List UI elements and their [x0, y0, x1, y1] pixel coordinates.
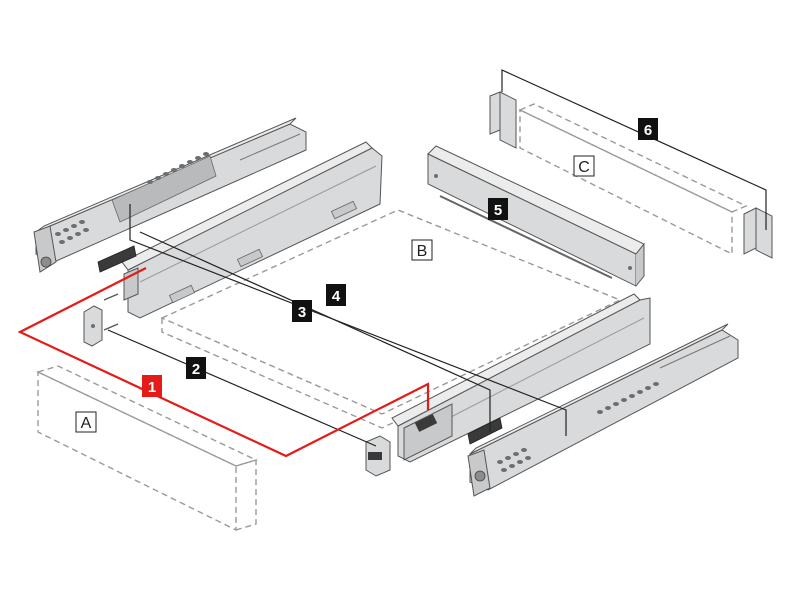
svg-text:A: A [81, 415, 92, 432]
letter-label-c: C [573, 155, 595, 177]
svg-text:5: 5 [494, 202, 502, 219]
svg-text:2: 2 [192, 361, 200, 378]
svg-text:C: C [578, 159, 590, 176]
svg-text:B: B [417, 243, 428, 260]
front-panel-outline [36, 365, 258, 532]
callout-badge-6: 6 [638, 118, 658, 140]
right-drawer-side [391, 293, 651, 463]
svg-text:4: 4 [332, 288, 341, 305]
leader-lines [107, 69, 767, 447]
callout-badge-4: 4 [326, 284, 346, 306]
callout-badge-2: 2 [186, 357, 206, 379]
callout-badge-3: 3 [292, 300, 312, 322]
right-runner [467, 323, 739, 497]
callout-badge-5: 5 [488, 198, 508, 220]
back-brackets [489, 91, 773, 259]
letter-label-a: A [75, 411, 97, 433]
back-panel [427, 145, 645, 287]
rear-clip [365, 435, 391, 477]
letter-label-b: B [411, 239, 433, 261]
back-panel-outline [518, 103, 748, 256]
runner-holes-right [497, 382, 659, 472]
callout-1-outline [17, 267, 430, 458]
svg-text:3: 3 [298, 304, 306, 321]
side-connector [123, 267, 139, 301]
front-bracket-left [83, 293, 119, 347]
svg-text:6: 6 [644, 122, 652, 139]
callout-badge-1: 1 [142, 375, 162, 397]
left-drawer-side [97, 141, 383, 319]
left-runner [33, 117, 307, 273]
svg-text:1: 1 [148, 379, 156, 396]
runner-holes-left [55, 152, 209, 244]
